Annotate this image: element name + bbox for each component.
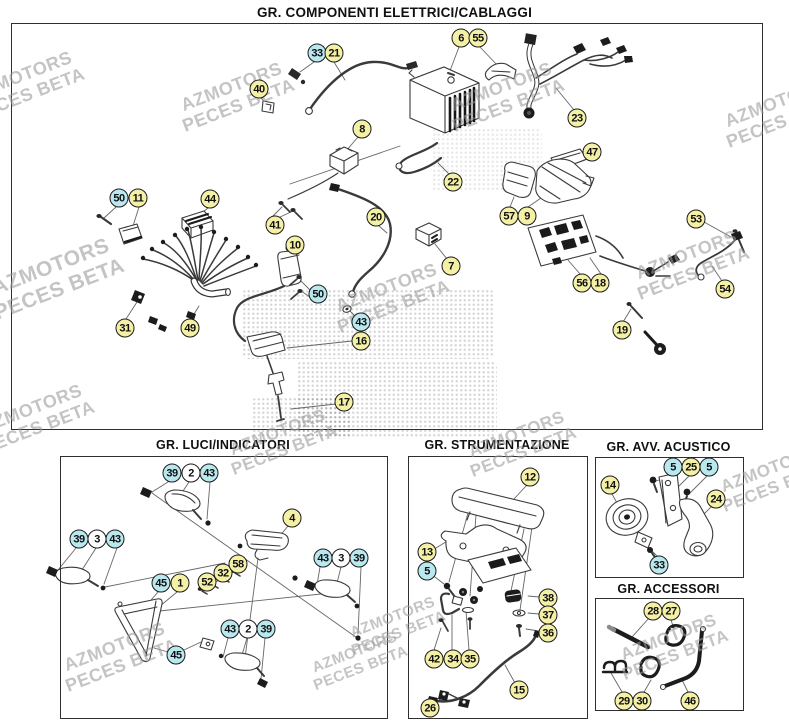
callout-main-44: 44 bbox=[200, 189, 220, 209]
callout-strumentazione-42: 42 bbox=[424, 649, 444, 669]
callout-main-56: 56 bbox=[572, 273, 592, 293]
callout-strumentazione-13: 13 bbox=[417, 542, 437, 562]
callout-acustico-5: 5 bbox=[663, 457, 683, 477]
callout-main-6: 6 bbox=[451, 28, 471, 48]
panel-title-luci: GR. LUCI/INDICATORI bbox=[156, 438, 290, 452]
callout-strumentazione-36: 36 bbox=[538, 623, 558, 643]
callout-luci-1: 1 bbox=[170, 573, 190, 593]
callout-luci-43: 43 bbox=[313, 548, 333, 568]
callout-strumentazione-35: 35 bbox=[460, 649, 480, 669]
callout-main-23: 23 bbox=[567, 108, 587, 128]
halftone-watermark bbox=[297, 361, 497, 437]
callout-luci-58: 58 bbox=[228, 554, 248, 574]
callout-luci-32: 32 bbox=[213, 563, 233, 583]
callout-luci-39: 39 bbox=[349, 548, 369, 568]
callout-luci-4: 4 bbox=[282, 508, 302, 528]
callout-main-41: 41 bbox=[265, 215, 285, 235]
callout-main-9: 9 bbox=[517, 206, 537, 226]
callout-main-7: 7 bbox=[441, 256, 461, 276]
callout-main-17: 17 bbox=[334, 392, 354, 412]
panel-title-acustico: GR. AVV. ACUSTICO bbox=[606, 440, 731, 454]
callout-main-8: 8 bbox=[352, 119, 372, 139]
panel-title-accessori: GR. ACCESSORI bbox=[617, 582, 720, 596]
callout-accessori-29: 29 bbox=[614, 691, 634, 711]
callout-luci-39: 39 bbox=[69, 529, 89, 549]
callout-accessori-27: 27 bbox=[661, 601, 681, 621]
callout-strumentazione-26: 26 bbox=[420, 698, 440, 718]
callout-main-10: 10 bbox=[285, 235, 305, 255]
callout-main-31: 31 bbox=[115, 318, 135, 338]
callout-main-47: 47 bbox=[582, 142, 602, 162]
callout-main-20: 20 bbox=[366, 207, 386, 227]
page-title: GR. COMPONENTI ELETTRICI/CABLAGGI bbox=[256, 5, 533, 20]
callout-main-53: 53 bbox=[686, 209, 706, 229]
callout-luci-43: 43 bbox=[220, 619, 240, 639]
callout-strumentazione-37: 37 bbox=[538, 605, 558, 625]
callout-main-11: 11 bbox=[128, 188, 148, 208]
callout-main-40: 40 bbox=[249, 79, 269, 99]
callout-luci-52: 52 bbox=[197, 572, 217, 592]
callout-acustico-25: 25 bbox=[681, 457, 701, 477]
callout-acustico-33: 33 bbox=[649, 555, 669, 575]
callout-main-55: 55 bbox=[468, 28, 488, 48]
callout-main-54: 54 bbox=[715, 279, 735, 299]
panel-title-strumentazione: GR. STRUMENTAZIONE bbox=[424, 438, 570, 452]
callout-luci-45: 45 bbox=[151, 573, 171, 593]
callout-luci-43: 43 bbox=[105, 529, 125, 549]
callout-luci-43: 43 bbox=[199, 463, 219, 483]
callout-luci-2: 2 bbox=[238, 619, 258, 639]
callout-strumentazione-5: 5 bbox=[417, 561, 437, 581]
panel-accessori bbox=[595, 598, 744, 711]
callout-luci-45: 45 bbox=[166, 645, 186, 665]
callout-acustico-14: 14 bbox=[600, 475, 620, 495]
callout-luci-3: 3 bbox=[87, 529, 107, 549]
callout-strumentazione-15: 15 bbox=[509, 680, 529, 700]
callout-main-22: 22 bbox=[443, 172, 463, 192]
callout-main-49: 49 bbox=[180, 318, 200, 338]
callout-main-16: 16 bbox=[351, 331, 371, 351]
callout-acustico-24: 24 bbox=[706, 489, 726, 509]
callout-main-18: 18 bbox=[590, 273, 610, 293]
callout-main-19: 19 bbox=[612, 320, 632, 340]
callout-accessori-46: 46 bbox=[680, 691, 700, 711]
callout-luci-2: 2 bbox=[181, 463, 201, 483]
callout-main-50: 50 bbox=[109, 188, 129, 208]
callout-main-50: 50 bbox=[308, 284, 328, 304]
callout-strumentazione-12: 12 bbox=[520, 467, 540, 487]
callout-accessori-30: 30 bbox=[632, 691, 652, 711]
callout-accessori-28: 28 bbox=[643, 601, 663, 621]
callout-main-57: 57 bbox=[499, 206, 519, 226]
callout-luci-39: 39 bbox=[256, 619, 276, 639]
callout-luci-3: 3 bbox=[331, 548, 351, 568]
panel-componenti-elettrici bbox=[11, 23, 763, 430]
callout-main-21: 21 bbox=[324, 43, 344, 63]
callout-acustico-5: 5 bbox=[699, 457, 719, 477]
callout-strumentazione-34: 34 bbox=[443, 649, 463, 669]
panel-luci-indicatori bbox=[60, 456, 388, 719]
panel-strumentazione bbox=[408, 456, 588, 719]
callout-main-43: 43 bbox=[351, 312, 371, 332]
callout-luci-39: 39 bbox=[162, 463, 182, 483]
